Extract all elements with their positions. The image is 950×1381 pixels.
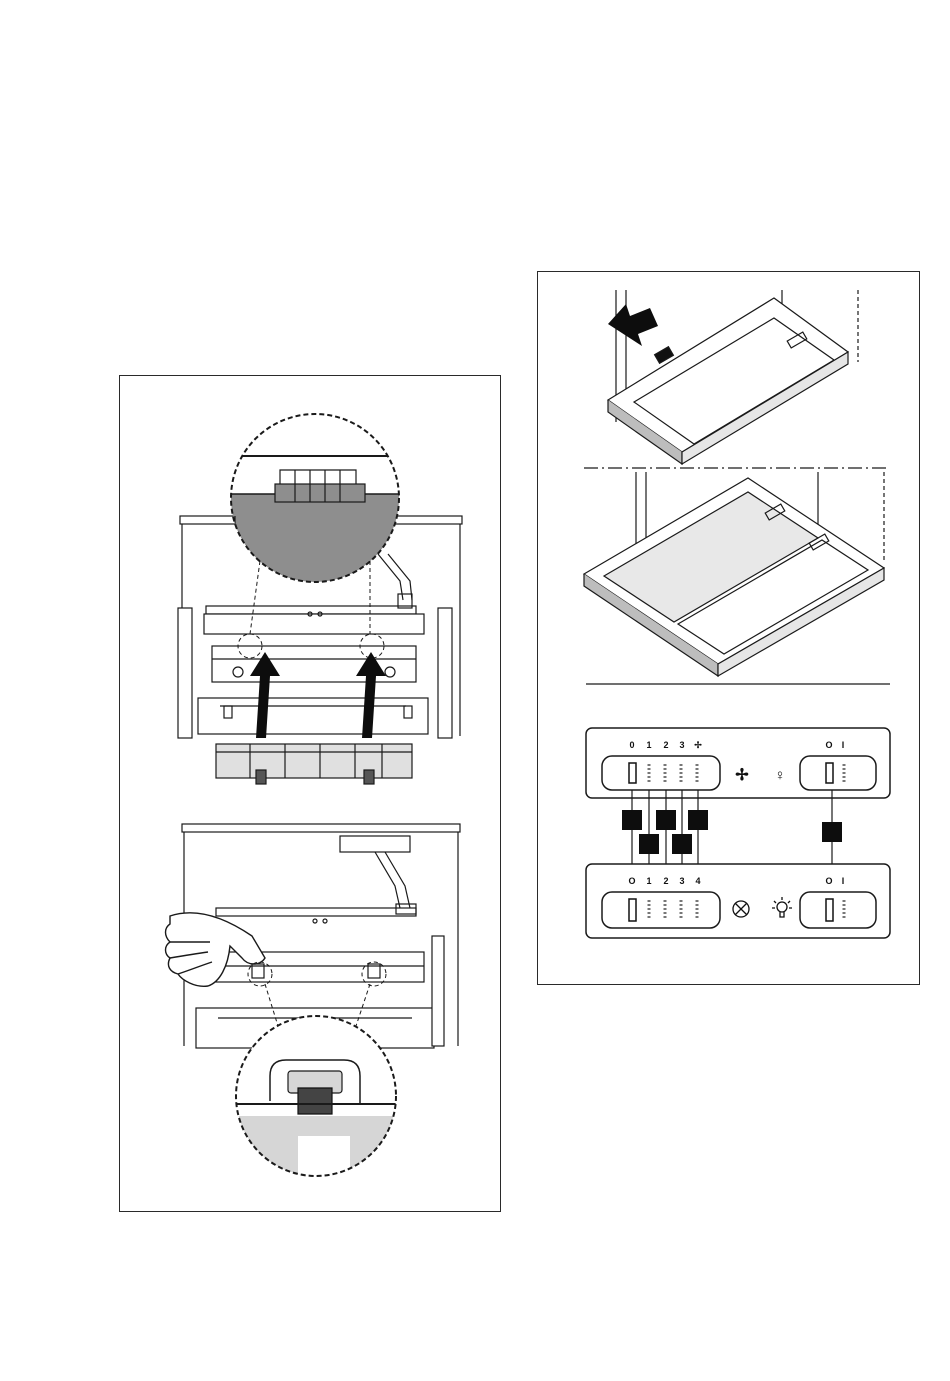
fan-scale-label: 1 bbox=[646, 876, 651, 886]
fan-slider-knob[interactable] bbox=[629, 899, 636, 921]
light-scale-label: O bbox=[825, 740, 832, 750]
fan-slider[interactable] bbox=[602, 756, 720, 790]
control-panel-top: 0 1 2 3 ✢ O I ✢ ♀ bbox=[586, 728, 890, 798]
light-scale-label: I bbox=[842, 876, 845, 886]
fan-scale-label: 4 bbox=[695, 876, 700, 886]
fan-scale-label: 0 bbox=[629, 740, 634, 750]
marker-squares bbox=[622, 810, 842, 854]
fan-scale-label: 2 bbox=[663, 740, 668, 750]
fan-scale-label: 1 bbox=[646, 740, 651, 750]
light-scale-label: O bbox=[825, 876, 832, 886]
hood-open-illustration bbox=[584, 472, 884, 676]
fan-scale-label: 3 bbox=[679, 740, 684, 750]
control-panel-bottom: O 1 2 3 4 O I bbox=[586, 864, 890, 938]
light-scale-label: I bbox=[842, 740, 845, 750]
detail-magnifier-latch-bottom bbox=[230, 962, 410, 1186]
fan-slider-knob[interactable] bbox=[629, 763, 636, 783]
fan-slider[interactable] bbox=[602, 892, 720, 928]
light-slider-knob[interactable] bbox=[826, 763, 833, 783]
grease-filter bbox=[216, 744, 412, 784]
light-slider[interactable] bbox=[800, 756, 876, 790]
fan-icon: ✢ bbox=[735, 767, 749, 784]
fan-scale-label: 2 bbox=[663, 876, 668, 886]
light-slider-knob[interactable] bbox=[826, 899, 833, 921]
light-slider[interactable] bbox=[800, 892, 876, 928]
hood-controls-illustration: 0 1 2 3 ✢ O I ✢ ♀ bbox=[538, 272, 921, 986]
lamp-icon: ♀ bbox=[774, 767, 785, 784]
fan-scale-label: ✢ bbox=[694, 740, 702, 750]
filter-removal-illustration bbox=[120, 376, 502, 1213]
fan-scale-label: O bbox=[628, 876, 635, 886]
filter-removal-panel bbox=[119, 375, 501, 1212]
fan-scale-label: 3 bbox=[679, 876, 684, 886]
hood-controls-panel: 0 1 2 3 ✢ O I ✢ ♀ bbox=[537, 271, 920, 985]
